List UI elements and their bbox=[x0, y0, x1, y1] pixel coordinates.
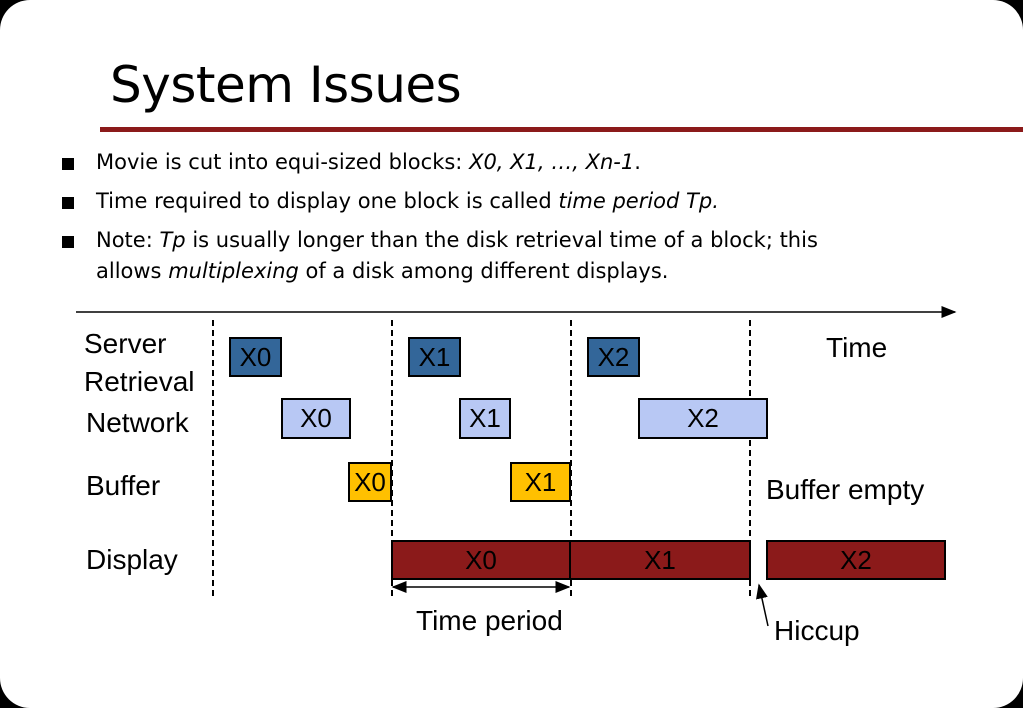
buffer-empty-label: Buffer empty bbox=[766, 474, 925, 505]
network-block: X1 bbox=[459, 398, 511, 439]
bullet-text: . bbox=[634, 150, 641, 174]
server-block: X0 bbox=[229, 337, 282, 377]
period-boundary bbox=[212, 320, 214, 596]
title-divider bbox=[100, 127, 1023, 132]
network-block: X2 bbox=[638, 398, 768, 439]
bullet-text: is usually longer than the disk retrieva… bbox=[185, 228, 818, 252]
bullet-emphasis: time period Tp. bbox=[558, 189, 719, 213]
network-block: X0 bbox=[281, 398, 351, 439]
period-boundary bbox=[749, 320, 751, 596]
hiccup-pointer bbox=[756, 583, 769, 627]
period-boundary bbox=[391, 320, 393, 596]
row-label-server: Server bbox=[84, 328, 167, 359]
bullet-emphasis: multiplexing bbox=[168, 259, 299, 283]
buffer-block: X1 bbox=[510, 462, 571, 502]
display-block: X1 bbox=[569, 540, 751, 580]
row-label-network: Network bbox=[86, 407, 189, 438]
bullet-text: Time required to display one block is ca… bbox=[96, 189, 559, 213]
display-block: X0 bbox=[391, 540, 571, 580]
time-period-label: Time period bbox=[416, 605, 563, 636]
row-label-display: Display bbox=[86, 544, 178, 575]
row-label-buffer: Buffer bbox=[86, 470, 161, 501]
bullet-list: Movie is cut into equi-sized blocks: X0,… bbox=[62, 147, 962, 295]
bullet-square-icon bbox=[62, 236, 74, 248]
bullet-item: Note: Tp is usually longer than the disk… bbox=[62, 225, 962, 287]
slide-title: System Issues bbox=[110, 56, 462, 114]
hiccup-label: Hiccup bbox=[774, 615, 860, 646]
bullet-item: Movie is cut into equi-sized blocks: X0,… bbox=[62, 147, 962, 178]
display-block: X2 bbox=[766, 540, 946, 580]
row-label-retrieval: Retrieval bbox=[84, 366, 195, 397]
server-block: X2 bbox=[587, 337, 640, 377]
bullet-text: allows bbox=[96, 259, 169, 283]
bullet-square-icon bbox=[62, 158, 74, 170]
bullet-emphasis: Tp bbox=[159, 228, 186, 252]
bullet-square-icon bbox=[62, 197, 74, 209]
server-block: X1 bbox=[408, 337, 461, 377]
bullet-emphasis: X0, X1, …, Xn-1 bbox=[469, 150, 635, 174]
buffer-block: X0 bbox=[348, 462, 392, 502]
bullet-text: Movie is cut into equi-sized blocks: bbox=[96, 150, 470, 174]
bullet-text: Note: bbox=[96, 228, 160, 252]
bullet-item: Time required to display one block is ca… bbox=[62, 186, 962, 217]
time-label: Time bbox=[826, 332, 888, 363]
period-boundary bbox=[570, 320, 572, 596]
bullet-text: of a disk among different displays. bbox=[298, 259, 669, 283]
